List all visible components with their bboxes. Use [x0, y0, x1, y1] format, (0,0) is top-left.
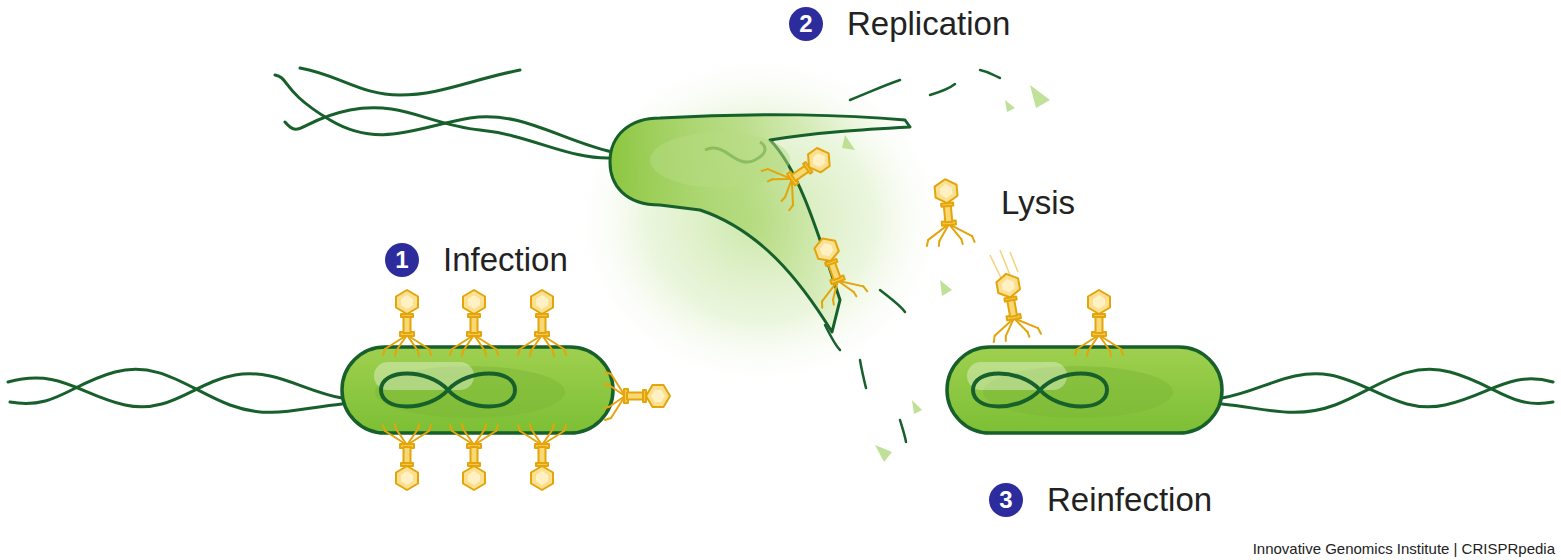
replication-step: 2 Replication — [789, 5, 1010, 43]
step-heading: Infection — [443, 241, 568, 279]
callout-number: 3 — [989, 483, 1023, 517]
stage-label: Lysis — [1001, 184, 1075, 222]
infection-step: 1 Infection — [385, 241, 568, 279]
callout-number: 2 — [789, 7, 823, 41]
callout-number: 1 — [385, 243, 419, 277]
step-heading: Replication — [847, 5, 1010, 43]
reinfection-step: 3 Reinfection — [989, 481, 1212, 519]
step-heading: Reinfection — [1047, 481, 1212, 519]
credit-note: Innovative Genomics Institute | CRISPRpe… — [1253, 540, 1555, 557]
